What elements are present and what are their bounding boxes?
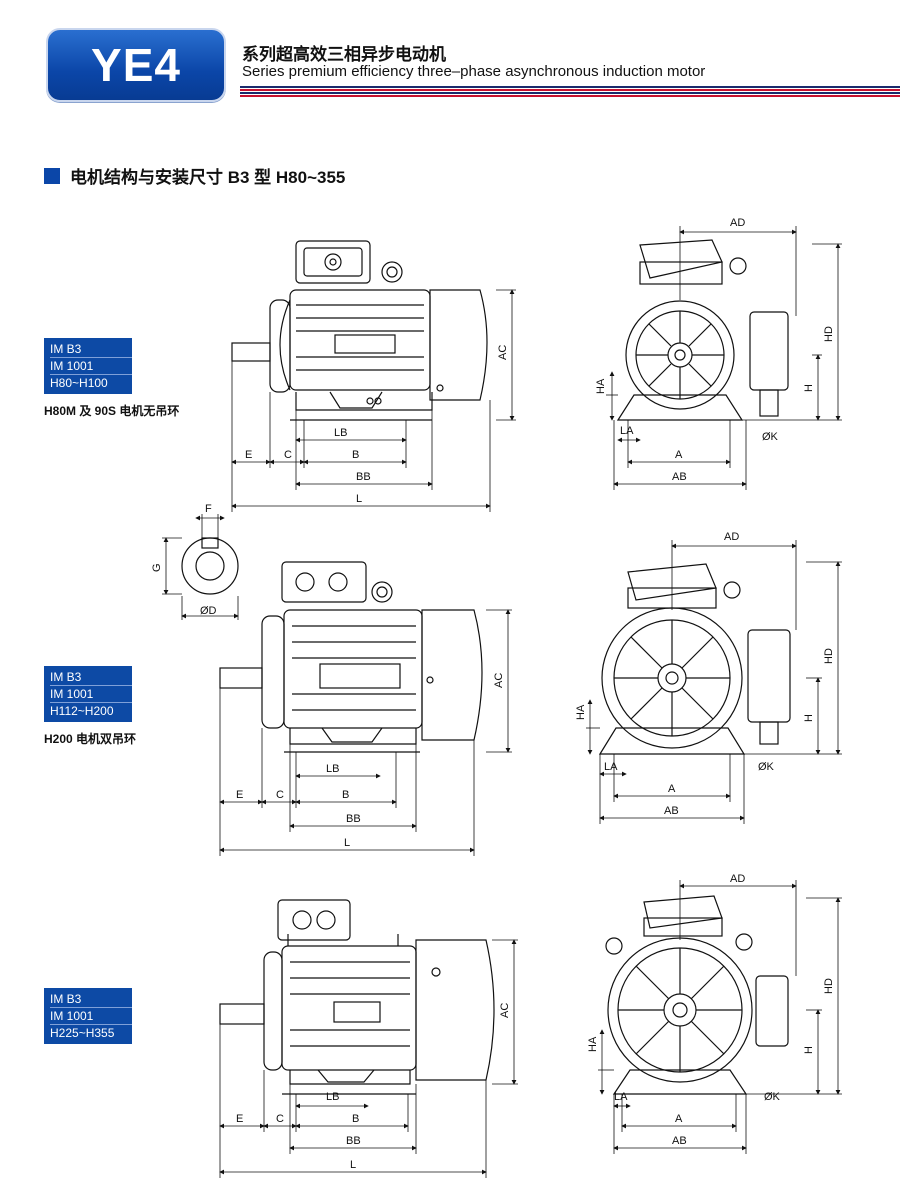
end-dims-2 (586, 540, 842, 824)
dim-ad: AD (730, 873, 745, 885)
dim-ab: AB (672, 1135, 687, 1147)
shaft-key-detail (162, 514, 239, 620)
mount-line: IM 1001 (50, 686, 132, 703)
dim-ac: AC (493, 673, 505, 688)
section-title: 电机结构与安装尺寸 B3 型 H80~355 (44, 163, 345, 188)
mount-line: IM B3 (50, 991, 132, 1008)
dim-la: LA (604, 761, 618, 773)
dim-la: LA (614, 1091, 628, 1103)
end-dim-labels-2: AD HD H HA LA ØK A AB (575, 531, 835, 817)
dim-c: C (276, 789, 284, 801)
dim-hd: HD (823, 648, 835, 664)
dim-ac: AC (497, 345, 509, 360)
shaft-key-labels: F G ØD (151, 503, 217, 617)
dim-la: LA (620, 425, 634, 437)
end-view-2 (598, 563, 791, 755)
dim-h: H (803, 714, 815, 722)
dim-e: E (236, 789, 243, 801)
dim-lb: LB (326, 1091, 339, 1103)
header-title-en: Series premium efficiency three–phase as… (242, 63, 706, 80)
dim-a: A (675, 1113, 683, 1125)
dim-ha: HA (595, 378, 607, 394)
mount-line: H112~H200 (50, 704, 114, 718)
end-view-3 (605, 895, 789, 1095)
dim-b: B (342, 789, 349, 801)
group-1-note: H80M 及 90S 电机无吊环 (44, 404, 180, 418)
mount-line: H225~H355 (50, 1026, 115, 1040)
dim-bb: BB (356, 471, 371, 483)
side-dims-2 (219, 609, 512, 856)
side-dim-labels-3: AC LB E C B BB L (236, 1003, 511, 1171)
end-dim-labels-3: AD HD H HA LA ØK A AB (587, 873, 835, 1147)
mount-label-group-1: IM B3 IM 1001 H80~H100 (44, 338, 132, 394)
mount-line: H80~H100 (50, 376, 108, 390)
mount-line: IM B3 (50, 341, 132, 358)
model-badge: YE4 (46, 28, 226, 102)
side-view-2 (219, 561, 483, 753)
mount-label-group-3: IM B3 IM 1001 H225~H355 (44, 988, 132, 1044)
dim-l: L (344, 837, 350, 849)
end-dims-1 (606, 226, 842, 490)
dim-ab: AB (672, 471, 687, 483)
dim-a: A (675, 449, 683, 461)
dim-ad: AD (730, 217, 745, 229)
side-view-1 (231, 240, 488, 421)
dim-b: B (352, 1113, 359, 1125)
dim-k: ØK (758, 761, 775, 773)
dim-hd: HD (823, 326, 835, 342)
end-dims-3 (598, 880, 842, 1154)
dim-lb: LB (326, 763, 339, 775)
side-dims-3 (219, 939, 518, 1178)
mount-line: IM B3 (50, 669, 132, 686)
dim-ac: AC (499, 1003, 511, 1018)
side-view-3 (219, 899, 495, 1095)
dim-c: C (284, 449, 292, 461)
header-title-cn: 系列超高效三相异步电动机 (242, 45, 446, 64)
dim-ha: HA (587, 1036, 599, 1052)
dim-a: A (668, 783, 676, 795)
dim-ad: AD (724, 531, 739, 543)
dim-d: ØD (200, 605, 217, 617)
dim-l: L (350, 1159, 356, 1171)
dim-k: ØK (762, 431, 779, 443)
end-dim-labels-1: AD HD H HA LA ØK A AB (595, 217, 835, 483)
section-square-icon (44, 167, 60, 184)
dim-ha: HA (575, 704, 587, 720)
side-dim-labels-2: AC LB E C B BB L (236, 673, 505, 849)
dim-lb: LB (334, 427, 347, 439)
header-stripes (240, 86, 900, 98)
mount-line: IM 1001 (50, 358, 132, 375)
dim-e: E (245, 449, 252, 461)
dim-c: C (276, 1113, 284, 1125)
dim-h: H (803, 384, 815, 392)
dim-bb: BB (346, 1135, 361, 1147)
side-dim-labels-1: AC LB E C B BB L (245, 345, 509, 505)
dim-g: G (151, 563, 163, 572)
end-view-1 (616, 239, 789, 421)
mount-label-group-2: IM B3 IM 1001 H112~H200 (44, 666, 132, 722)
section-title-text: 电机结构与安装尺寸 B3 型 H80~355 (70, 168, 346, 187)
group-2-note: H200 电机双吊环 (44, 732, 137, 746)
dim-k: ØK (764, 1091, 781, 1103)
dim-bb: BB (346, 813, 361, 825)
dim-ab: AB (664, 805, 679, 817)
mount-line: IM 1001 (50, 1008, 132, 1025)
dim-b: B (352, 449, 359, 461)
dim-l: L (356, 493, 362, 505)
dim-hd: HD (823, 978, 835, 994)
dim-h: H (803, 1046, 815, 1054)
dim-f: F (205, 503, 212, 515)
dim-e: E (236, 1113, 243, 1125)
side-dims-1 (231, 289, 516, 512)
